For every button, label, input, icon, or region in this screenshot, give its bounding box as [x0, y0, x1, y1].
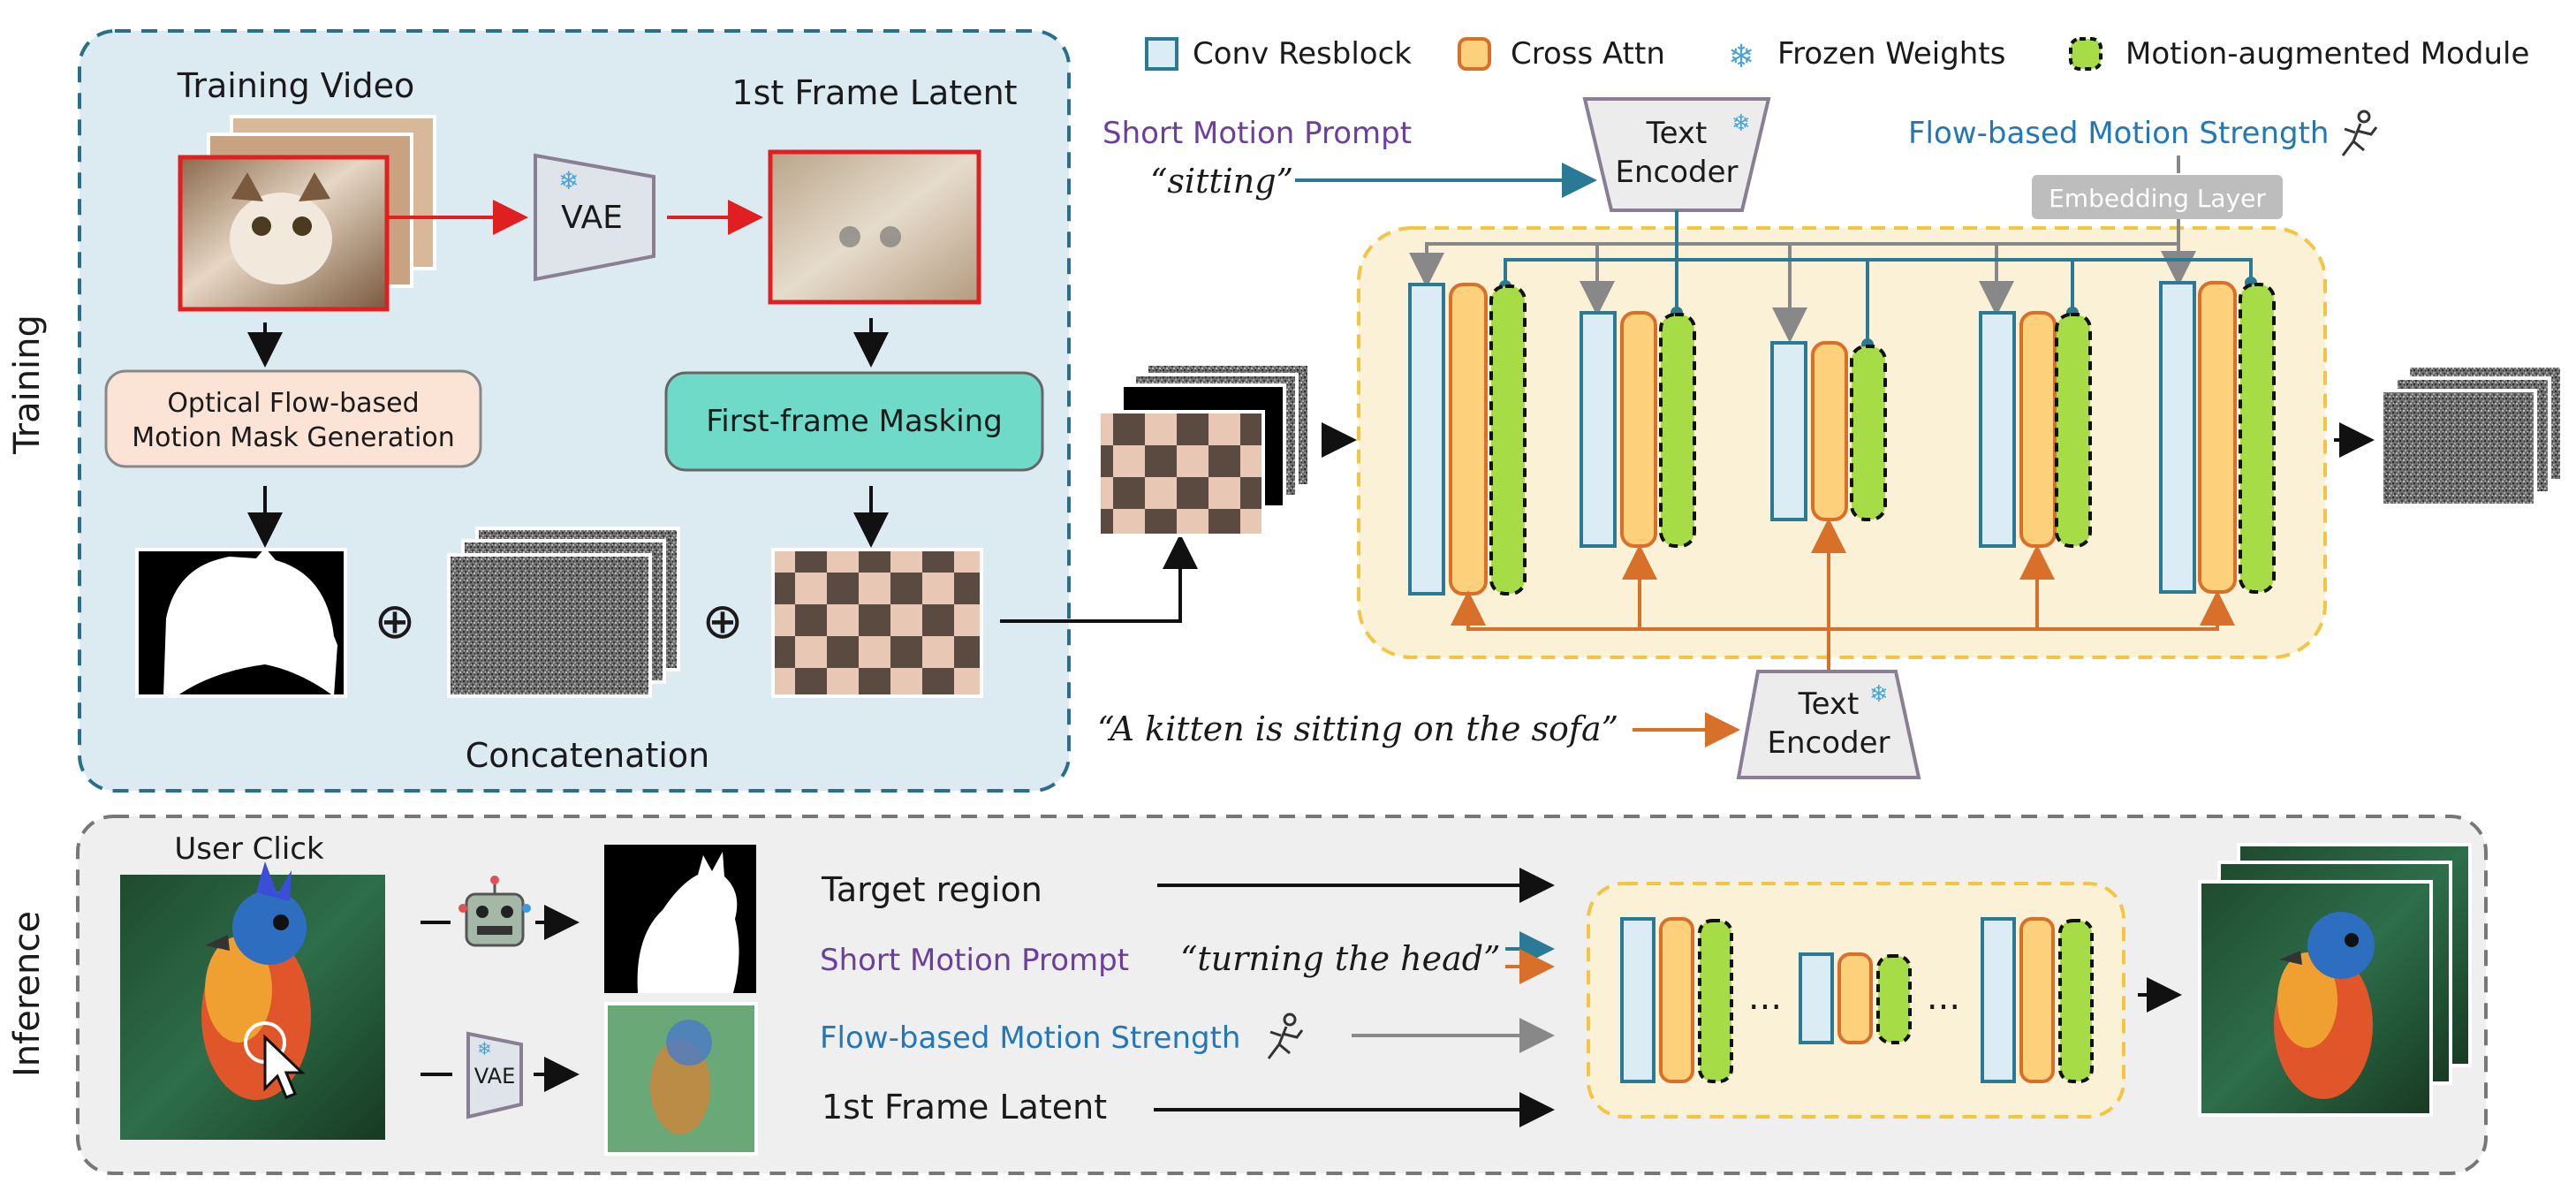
cross-attn-block [2019, 311, 2057, 548]
cross-attn-block [2198, 281, 2237, 594]
bird-latent-image [604, 1002, 758, 1156]
motion-module [1659, 313, 1696, 548]
unet-blocks [1408, 281, 2276, 596]
motion-module [1876, 954, 1912, 1044]
text-encoder-bottom: Text Encoder ❄ [1736, 670, 1921, 779]
plus-symbol-2: ⊕ [702, 593, 744, 650]
conv-resblock [1981, 917, 2016, 1083]
snowflake-icon: ❄ [477, 1038, 492, 1059]
legend-cross-swatch [1458, 37, 1491, 71]
cursor-icon [263, 1034, 306, 1099]
robot-icon [458, 876, 531, 947]
text-encoder-bottom-line2: Encoder [1767, 725, 1890, 761]
inference-unet-blocks: ... ... [1620, 917, 2094, 1083]
snowflake-icon: ❄ [1728, 39, 1754, 75]
flow-mask-line2: Motion Mask Generation [132, 422, 454, 453]
cross-attn-block [1811, 341, 1848, 521]
output-video-frames [2198, 843, 2472, 1117]
legend-motion-label: Motion-augmented Module [2125, 36, 2529, 72]
legend-conv-label: Conv Resblock [1193, 36, 1412, 72]
training-section-label: Training [7, 315, 48, 455]
short-prompt-text: “sitting” [1150, 162, 1293, 201]
text-encoder-top: Text Encoder ❄ [1582, 97, 1771, 212]
motion-module [1698, 919, 1733, 1083]
bird-input-image [120, 861, 385, 1140]
snowflake-icon: ❄ [558, 166, 579, 195]
text-encoder-top-line2: Encoder [1615, 155, 1738, 190]
caption-text: “A kitten is sitting on the sofa” [1097, 709, 1618, 748]
inference-first-frame-latent-label: 1st Frame Latent [822, 1088, 1107, 1127]
inference-vae-label: VAE [474, 1064, 515, 1089]
inference-panel [76, 815, 2488, 1175]
ellipsis-1: ... [1748, 977, 1782, 1018]
flow-strength-label: Flow-based Motion Strength [1908, 116, 2329, 151]
first-frame-latent-label: 1st Frame Latent [731, 73, 1017, 112]
short-motion-prompt-label: Short Motion Prompt [1102, 116, 1412, 151]
embedding-layer-label: Embedding Layer [2049, 184, 2266, 213]
flow-mask-line1: Optical Flow-based [167, 388, 419, 419]
first-frame-masking-label: First-frame Masking [706, 404, 1003, 439]
plus-symbol-1: ⊕ [375, 593, 416, 650]
first-frame-latent-image [768, 149, 981, 305]
text-encoder-bottom-line1: Text [1798, 687, 1860, 722]
output-noise-stack [2380, 364, 2564, 507]
conv-resblock [1770, 341, 1807, 521]
snowflake-icon: ❄ [1869, 681, 1889, 708]
concat-arrow [1000, 534, 1198, 623]
conv-resblock [1620, 917, 1655, 1083]
motion-mask-image [135, 548, 347, 698]
noise-latent-stack [447, 527, 680, 698]
vae-encoder: VAE ❄ [534, 153, 655, 282]
cross-attn-block [1620, 311, 1657, 548]
ellipsis-2: ... [1927, 977, 1960, 1018]
embedding-layer: Embedding Layer [2032, 175, 2283, 219]
conv-resblock [1799, 952, 1834, 1044]
cross-attn-block [1659, 917, 1694, 1083]
legend-motion-swatch [2069, 37, 2102, 71]
cross-attn-block [1449, 283, 1488, 596]
target-region-label: Target region [821, 870, 1042, 909]
cross-attn-block [2019, 917, 2055, 1083]
legend: Conv Resblock Cross Attn ❄ Frozen Weight… [1145, 36, 2529, 75]
legend-conv-swatch [1145, 37, 1178, 71]
inference-short-motion-prompt-label: Short Motion Prompt [820, 943, 1129, 978]
inference-short-prompt-text: “turning the head” [1180, 939, 1501, 978]
training-video-frames [178, 115, 436, 312]
prompt-bus-lines [1504, 210, 2253, 343]
motion-module [2055, 313, 2092, 548]
masked-latent-image [771, 548, 983, 698]
segmentation-mask-image [604, 845, 756, 993]
text-encoder-top-line1: Text [1646, 116, 1708, 151]
inference-section-label: Inference [7, 911, 48, 1077]
conv-resblock [2159, 281, 2196, 594]
runner-icon [1267, 1013, 1304, 1059]
conv-resblock [1979, 311, 2016, 548]
strength-bus-arrows [1409, 251, 2196, 343]
caption-bus-arrows [1451, 518, 2235, 626]
conv-resblock [1408, 283, 1445, 596]
conv-resblock [1580, 311, 1617, 548]
runner-icon [2341, 110, 2378, 156]
legend-frozen-label: Frozen Weights [1777, 36, 2005, 72]
motion-module [2239, 283, 2276, 594]
training-video-label: Training Video [177, 66, 415, 105]
legend-cross-label: Cross Attn [1511, 36, 1665, 72]
concatenated-input-stack [1097, 362, 1311, 537]
optical-flow-mask-generation: Optical Flow-based Motion Mask Generatio… [104, 369, 482, 468]
concatenation-label: Concatenation [466, 736, 709, 775]
inference-flow-strength-label: Flow-based Motion Strength [820, 1020, 1240, 1056]
vae-label: VAE [561, 200, 623, 236]
motion-module [2058, 919, 2094, 1083]
cross-attn-block [1837, 952, 1873, 1044]
snowflake-icon: ❄ [1731, 110, 1751, 137]
inference-vae: VAE ❄ [466, 1031, 523, 1119]
motion-module [1489, 284, 1527, 596]
user-click-label: User Click [174, 831, 324, 867]
first-frame-masking: First-frame Masking [664, 371, 1044, 472]
motion-module [1850, 345, 1887, 521]
